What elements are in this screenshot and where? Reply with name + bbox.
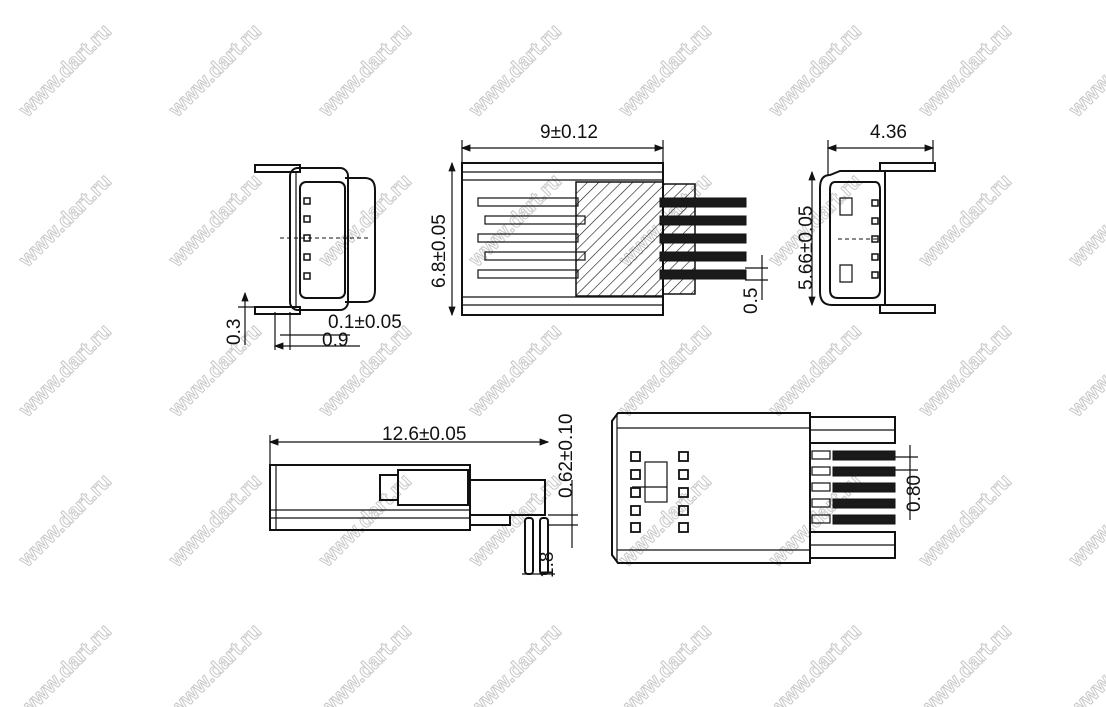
top-view: 9±0.12 6.8±0.05 0.5 <box>429 122 768 317</box>
dim-pin-pitch: 0.80 <box>904 475 925 512</box>
pin <box>832 498 896 509</box>
dim-end-width: 4.36 <box>870 122 907 143</box>
contact-pad <box>630 487 641 498</box>
pin <box>659 233 747 244</box>
pin-outline <box>484 251 586 261</box>
pin <box>659 269 747 280</box>
pin-base <box>811 514 831 524</box>
dim-end-height: 5.66±0.05 <box>796 206 817 290</box>
dim-tab-thickness: 0.3 <box>224 319 245 345</box>
contact-pad <box>678 451 689 462</box>
end-view-right: 4.36 5.66±0.05 <box>796 122 936 314</box>
contact-pad <box>630 451 641 462</box>
pin-outline <box>477 197 579 207</box>
pin-base <box>811 450 831 460</box>
dim-side-length: 12.6±0.05 <box>382 424 466 445</box>
pin-outline <box>477 269 579 279</box>
bottom-view: 0.80 <box>611 412 925 564</box>
contact-pad <box>678 469 689 480</box>
dim-pin-spacing-side: 1.8 <box>537 552 558 578</box>
pin <box>832 514 896 525</box>
pin-base <box>811 466 831 476</box>
dim-top-length: 9±0.12 <box>540 122 598 143</box>
contact-pad <box>630 522 641 533</box>
pin <box>659 251 747 262</box>
dim-tab-offset: 0.9 <box>322 330 348 351</box>
pin-base <box>811 498 831 508</box>
dim-top-height: 6.8±0.05 <box>429 214 450 288</box>
side-view: 12.6±0.05 0.62±0.10 1.8 <box>268 414 578 578</box>
pin-outline <box>484 215 586 225</box>
pin-outline <box>477 233 579 243</box>
pin <box>832 482 896 493</box>
dim-pin-thickness: 0.5 <box>741 288 762 314</box>
contact-pad <box>630 469 641 480</box>
dim-tab-gap: 0.1±0.05 <box>328 312 402 333</box>
contact-pad <box>678 505 689 516</box>
pin <box>832 450 896 461</box>
pin <box>659 215 747 226</box>
pin <box>832 466 896 477</box>
contact-pad <box>630 505 641 516</box>
dim-side-offset: 0.62±0.10 <box>556 414 577 498</box>
contact-pad <box>678 522 689 533</box>
pin-base <box>811 482 831 492</box>
end-view-left: 0.3 0.1±0.05 0.9 <box>224 164 402 351</box>
pin <box>659 197 747 208</box>
contact-pad <box>678 487 689 498</box>
